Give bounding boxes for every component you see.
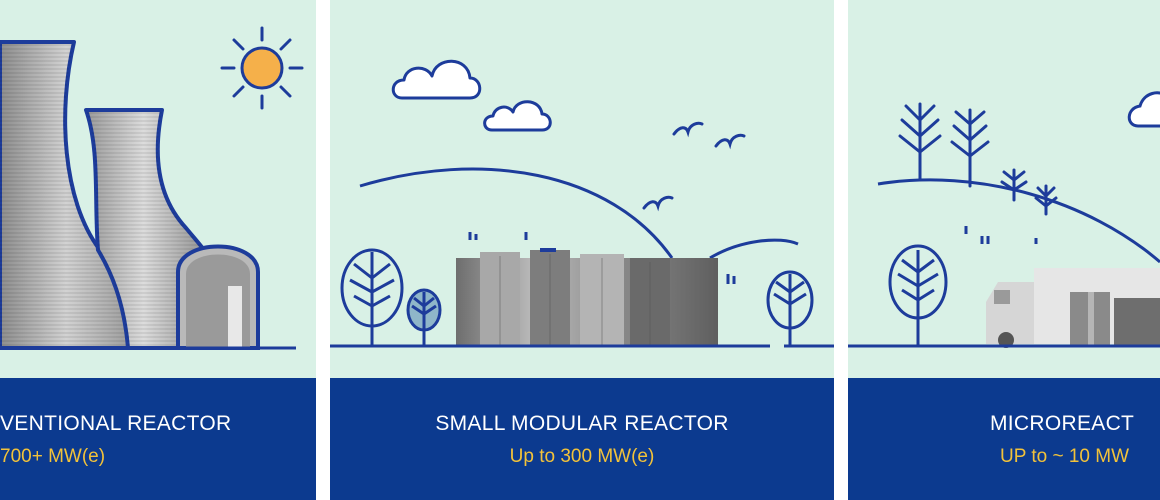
hill-line (359, 167, 674, 259)
scene-smr (330, 0, 834, 378)
reactor-title: VENTIONAL REACTOR (0, 412, 232, 435)
caption-bar-smr: SMALL MODULAR REACTOR Up to 300 MW(e) (330, 378, 834, 500)
conventional-illustration (0, 26, 304, 350)
scene-microreactor (848, 0, 1160, 378)
microreactor-illustration (848, 91, 1160, 348)
panel-microreactor: MICROREACT UP to ~ 10 MW (848, 0, 1160, 500)
reactor-capacity: 700+ MW(e) (0, 446, 106, 467)
cloud-icon (483, 100, 552, 132)
reactor-title: MICROREACT (990, 412, 1135, 435)
hill-line (709, 238, 799, 260)
reactor-capacity: UP to ~ 10 MW (1000, 446, 1130, 467)
tree-icon (888, 244, 948, 346)
truck-icon (986, 268, 1160, 348)
pine-tree-icon (898, 102, 942, 182)
caption-bar-conventional: VENTIONAL REACTOR 700+ MW(e) (0, 378, 316, 500)
panel-small-modular-reactor: SMALL MODULAR REACTOR Up to 300 MW(e) (330, 0, 834, 500)
tree-icon (340, 248, 404, 346)
cloud-icon (391, 59, 482, 100)
hill-line (877, 178, 1160, 264)
scene-conventional (0, 0, 316, 378)
pine-tree-icon (950, 108, 990, 188)
reactor-title: SMALL MODULAR REACTOR (435, 412, 729, 435)
tree-icon (766, 270, 814, 346)
smr-building (456, 248, 718, 346)
pine-tree-icon (1000, 168, 1028, 202)
birds-icon (642, 121, 746, 212)
reactor-capacity: Up to 300 MW(e) (509, 446, 655, 467)
smr-illustration (330, 59, 834, 348)
sun-icon (220, 26, 304, 110)
panel-conventional-reactor: VENTIONAL REACTOR 700+ MW(e) (0, 0, 316, 500)
caption-bar-microreactor: MICROREACT UP to ~ 10 MW (848, 378, 1160, 500)
cloud-icon (1127, 91, 1160, 128)
tree-icon (406, 288, 442, 346)
